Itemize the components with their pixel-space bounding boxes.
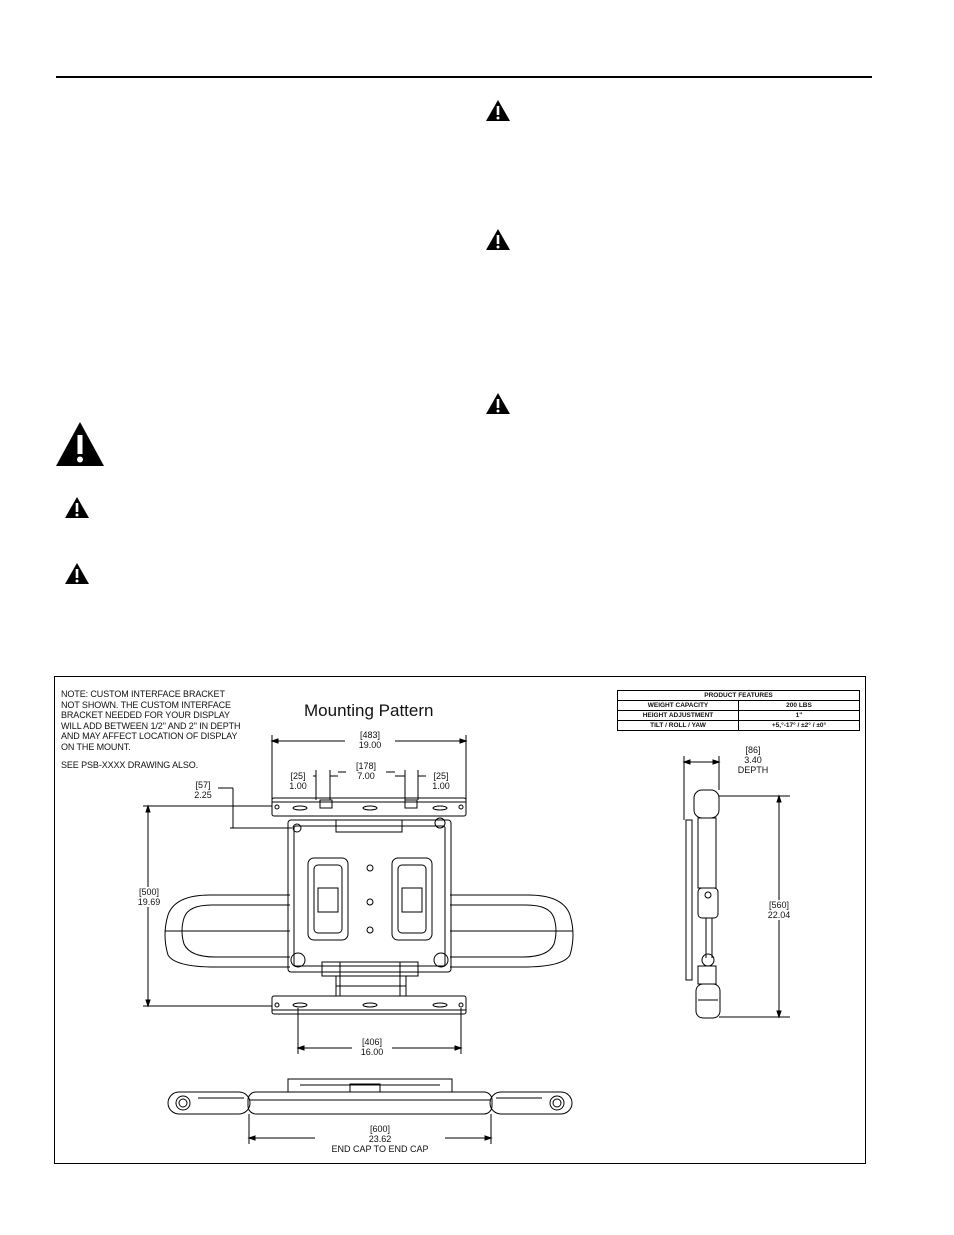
dim-in: 1.00 (289, 781, 307, 791)
dim-label: DEPTH (737, 765, 769, 775)
warning-icon (486, 393, 510, 414)
dim-in: 23.62 (368, 1134, 392, 1144)
dim-center-spacing: [178] 7.00 (346, 761, 386, 781)
feature-value: +5,°-17° / ±2° / ±0° (738, 720, 860, 731)
dim-in: 16.00 (360, 1047, 384, 1057)
dim-in: 2.25 (194, 790, 212, 800)
drawing-title: Mounting Pattern (304, 701, 434, 720)
dim-mm: [25] (433, 771, 449, 781)
dim-depth: [86] 3.40 DEPTH (730, 745, 776, 775)
dim-in: 7.00 (357, 771, 375, 781)
dim-mm: [483] (359, 730, 381, 740)
dim-mm: [57] (195, 780, 211, 790)
dim-in: 19.00 (358, 740, 382, 750)
note-line: NOTE: CUSTOM INTERFACE BRACKET (61, 689, 225, 699)
note-line: BRACKET NEEDED FOR YOUR DISPLAY (61, 710, 230, 720)
note-line: ON THE MOUNT. (61, 741, 131, 752)
dim-in: 22.04 (767, 910, 791, 920)
dim-endcap: [600] 23.62 END CAP TO END CAP (315, 1124, 445, 1154)
dim-right-offset: [25] 1.00 (426, 771, 456, 791)
note-line: WILL ADD BETWEEN 1/2" AND 2" IN DEPTH (61, 720, 241, 731)
dim-label: END CAP TO END CAP (331, 1144, 429, 1154)
dim-in: 1.00 (432, 781, 450, 791)
dim-mm: [178] (355, 761, 377, 771)
product-features-table: PRODUCT FEATURES WEIGHT CAPACITY 200 LBS… (617, 690, 860, 731)
dim-mm: [406] (361, 1037, 383, 1047)
dim-height: [500] 19.69 (131, 887, 167, 907)
warning-icon (65, 497, 89, 518)
note-see-also: SEE PSB-XXXX DRAWING ALSO. (61, 760, 199, 770)
dim-mm: [600] (369, 1124, 391, 1134)
dim-left-offset: [25] 1.00 (283, 771, 313, 791)
warning-icon-large (56, 422, 104, 466)
drawing-note: NOTE: CUSTOM INTERFACE BRACKET NOT SHOWN… (61, 689, 276, 771)
warning-icon (486, 100, 510, 121)
warning-icon (486, 229, 510, 250)
warning-icon (65, 563, 89, 584)
dim-mm: [86] (745, 745, 761, 755)
technical-drawing-frame (54, 676, 866, 1164)
dim-side-height: [560] 22.04 (761, 900, 797, 920)
dim-in: 19.69 (137, 897, 161, 907)
table-row: TILT / ROLL / YAW +5,°-17° / ±2° / ±0° (617, 720, 860, 731)
dim-mm: [25] (290, 771, 306, 781)
dim-mm: [560] (768, 900, 790, 910)
dim-in: 3.40 (744, 755, 762, 765)
dim-bottom-width: [406] 16.00 (352, 1037, 392, 1057)
note-line: AND MAY AFFECT LOCATION OF DISPLAY (61, 731, 238, 741)
header-rule (56, 76, 872, 78)
dim-top-gap: [57] 2.25 (188, 780, 218, 800)
dim-width-top: [483] 19.00 (345, 730, 395, 750)
dim-mm: [500] (138, 887, 160, 897)
note-line: NOT SHOWN. THE CUSTOM INTERFACE (61, 699, 231, 710)
